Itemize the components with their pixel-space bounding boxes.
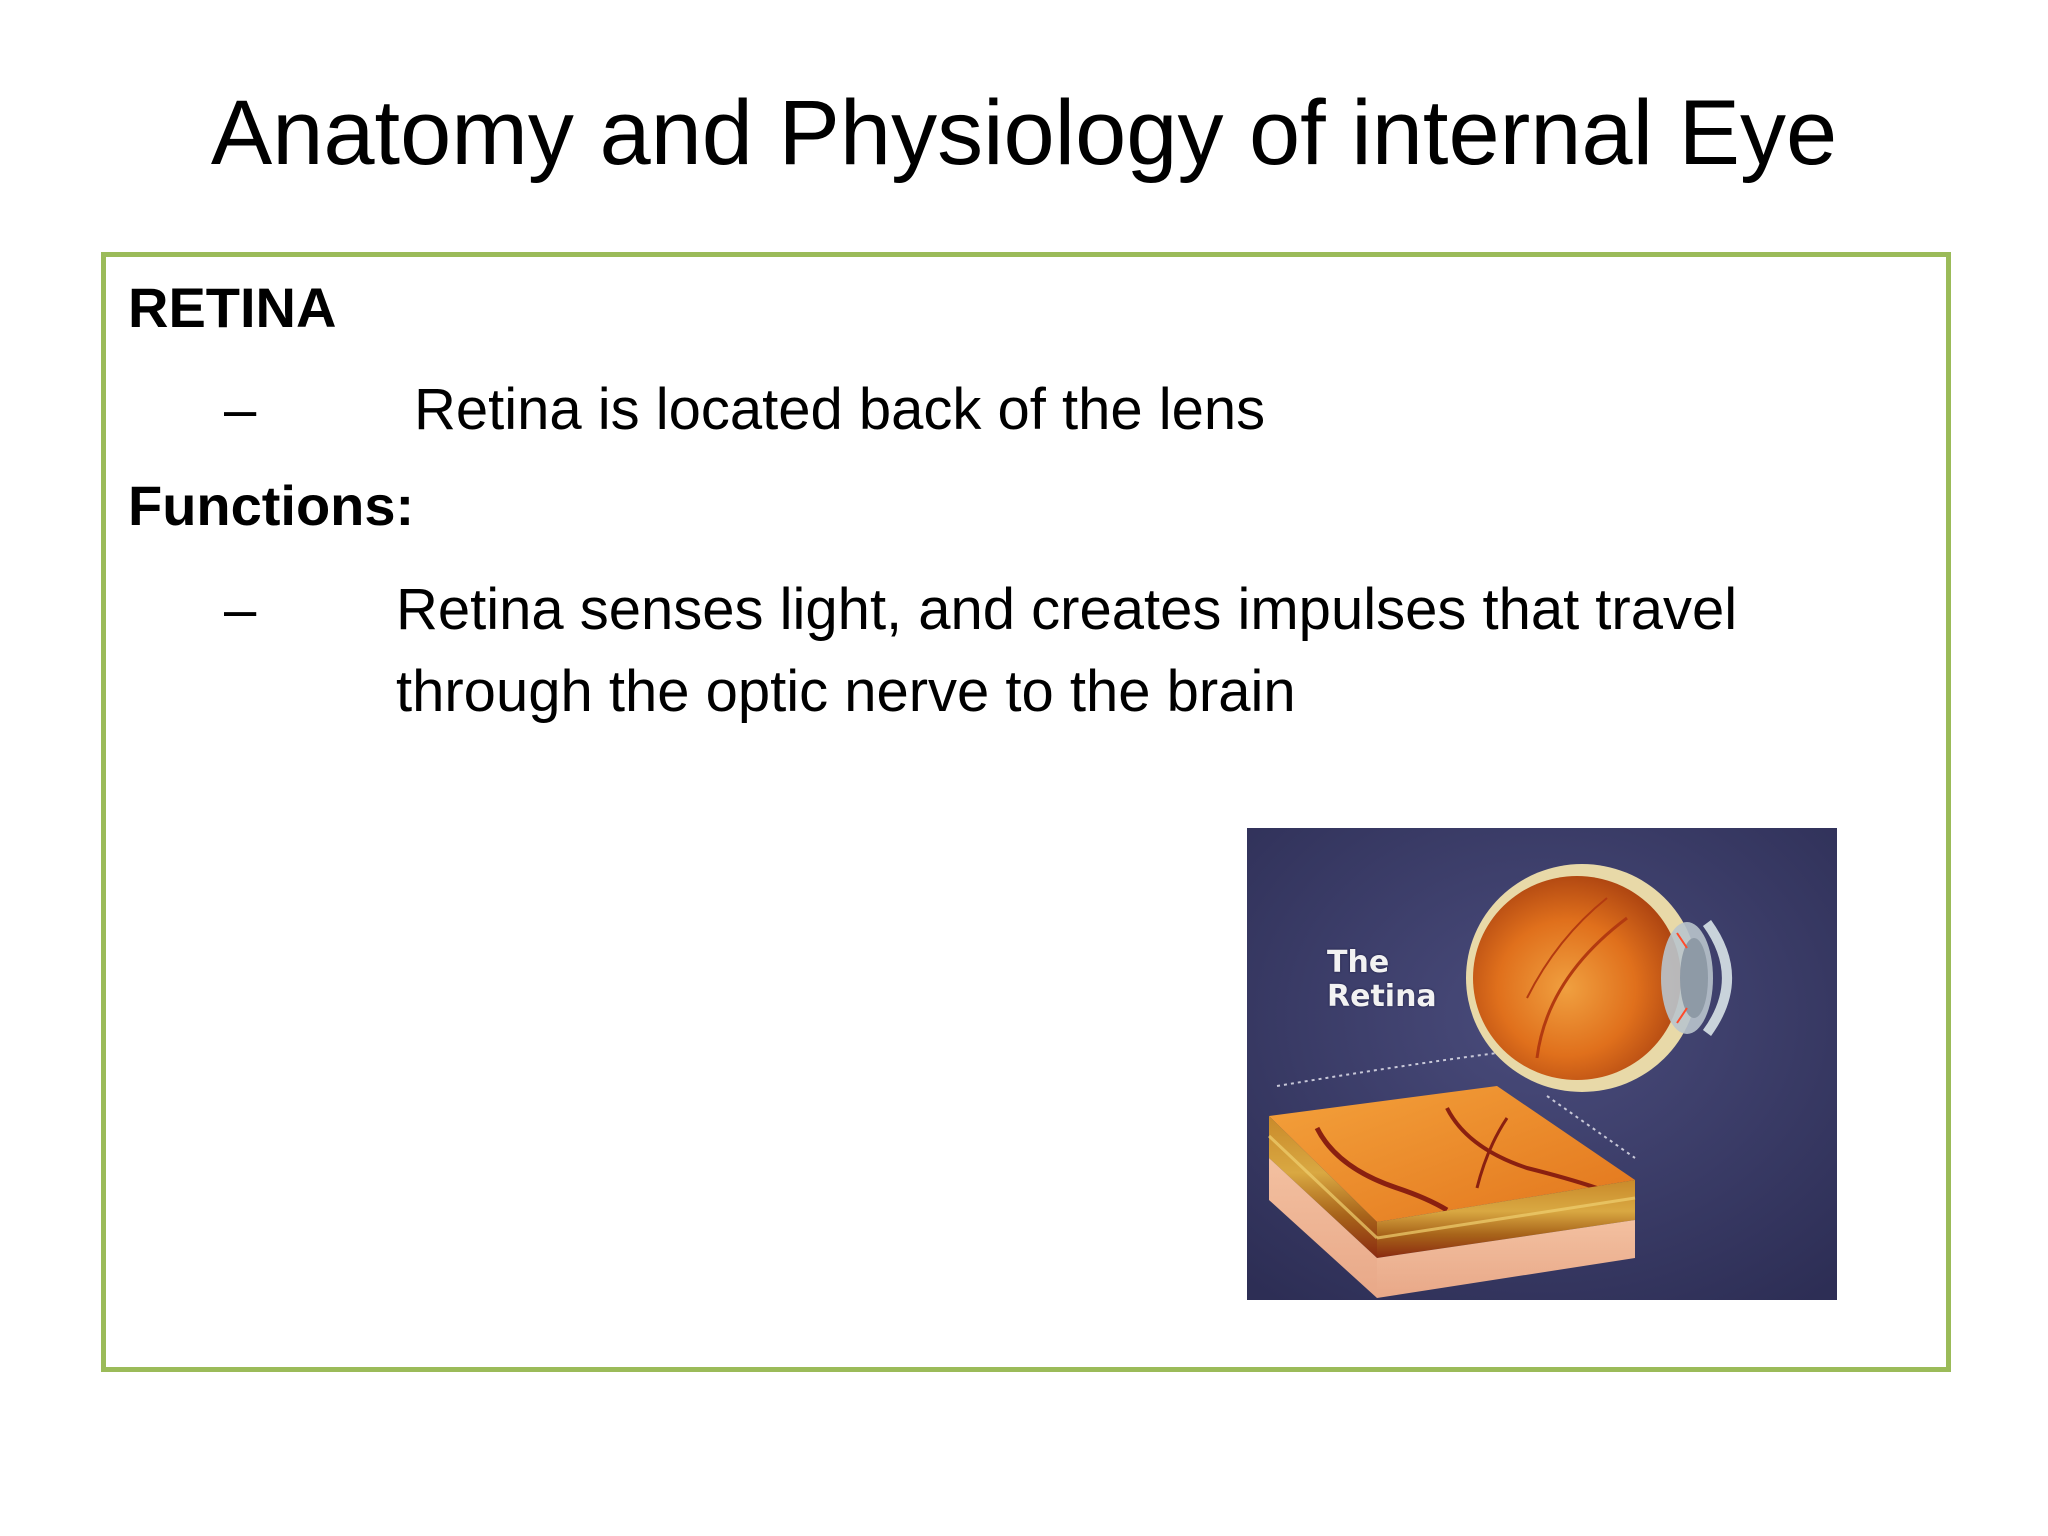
bullet-function-text: Retina senses light, and creates impulse… bbox=[396, 577, 1738, 724]
bullet-location-text: Retina is located back of the lens bbox=[414, 377, 1266, 442]
bullet-function: – Retina senses light, and creates impul… bbox=[224, 569, 1784, 733]
retina-layer-block-icon bbox=[1267, 1086, 1636, 1298]
functions-heading: Functions: bbox=[128, 474, 415, 537]
bullet-location: – Retina is located back of the lens bbox=[224, 369, 1724, 451]
eyeball-icon bbox=[1466, 864, 1732, 1092]
figure-label: The Retina bbox=[1327, 946, 1437, 1014]
dash-bullet-icon: – bbox=[224, 377, 257, 442]
section-heading-retina: RETINA bbox=[128, 276, 337, 339]
figure-label-line-1: The bbox=[1327, 945, 1390, 980]
content-box: RETINA – Retina is located back of the l… bbox=[101, 252, 1951, 1372]
retina-illustration: The Retina bbox=[1247, 828, 1837, 1300]
slide-title: Anatomy and Physiology of internal Eye bbox=[210, 82, 1838, 184]
retina-illustration-graphic bbox=[1247, 828, 1837, 1300]
figure-label-line-2: Retina bbox=[1327, 979, 1437, 1014]
dash-bullet-icon: – bbox=[224, 577, 257, 642]
